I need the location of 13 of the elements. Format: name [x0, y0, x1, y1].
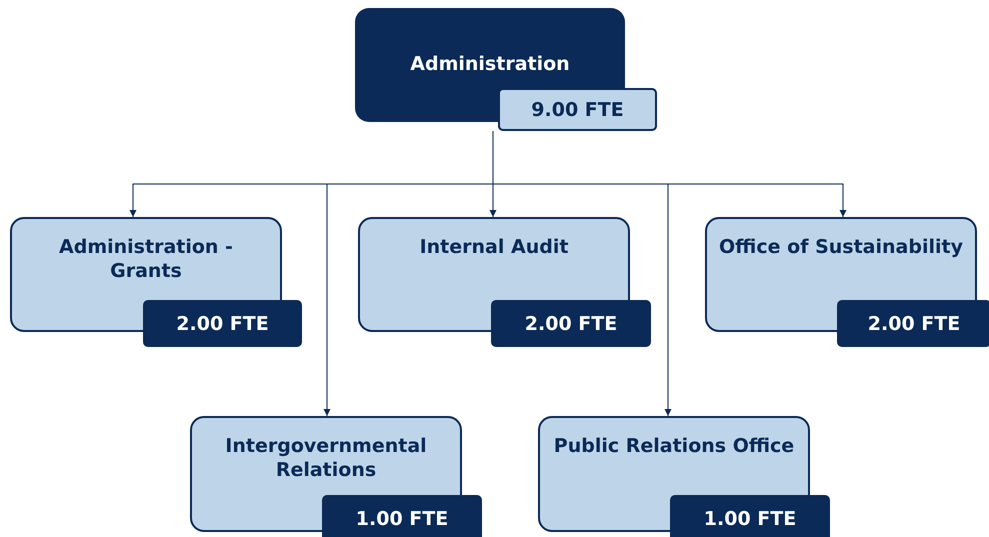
fte-badge: 1.00 FTE	[322, 495, 482, 537]
unit-name: Administration - Grants	[58, 235, 234, 283]
fte-badge: 9.00 FTE	[498, 88, 657, 131]
fte-badge: 1.00 FTE	[670, 495, 830, 537]
unit-name: Administration	[409, 52, 571, 76]
unit-name: Internal Audit	[418, 235, 570, 259]
connector-arrow	[492, 130, 846, 218]
unit-name: Intergovernmental Relations	[224, 434, 428, 482]
unit-name: Public Relations Office	[552, 434, 796, 458]
fte-badge: 2.00 FTE	[837, 300, 989, 347]
fte-badge: 2.00 FTE	[491, 300, 651, 347]
fte-badge: 2.00 FTE	[143, 300, 302, 347]
unit-name: Office of Sustainability	[718, 235, 964, 259]
